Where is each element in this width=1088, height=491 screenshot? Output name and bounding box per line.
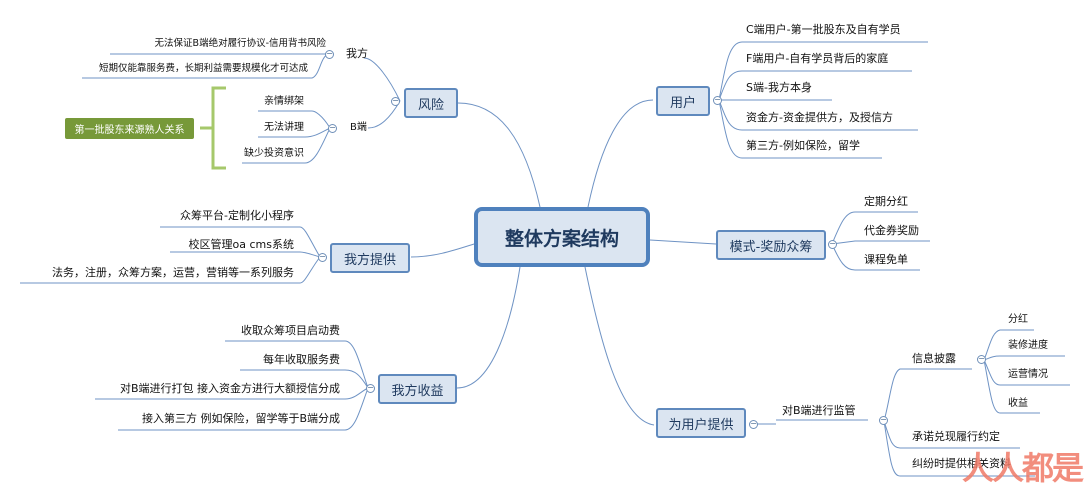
root-topic[interactable]: 整体方案结构 [474, 207, 650, 267]
collapse-income-toggle[interactable]: − [366, 383, 375, 393]
disclosure-item-1[interactable]: 分红 [1008, 314, 1028, 325]
topic-income[interactable]: 我方收益 [378, 374, 457, 404]
income-item-1[interactable]: 收取众筹项目启动费 [241, 324, 340, 337]
users-item-2[interactable]: F端用户-自有学员背后的家庭 [746, 52, 889, 65]
subtopic-b-end[interactable]: B端 [350, 122, 367, 133]
topic-risk[interactable]: 风险 [404, 88, 458, 118]
users-item-3[interactable]: S端-我方本身 [746, 81, 812, 94]
disclosure-item-2[interactable]: 装修进度 [1008, 340, 1048, 351]
risk-ours-item-1[interactable]: 无法保证B端绝对履行协议-信用背书风险 [154, 38, 326, 49]
users-item-1[interactable]: C端用户-第一批股东及自有学员 [746, 23, 901, 36]
collapse-risk-toggle[interactable]: − [391, 96, 400, 106]
income-item-4[interactable]: 接入第三方 例如保险，留学等于B端分成 [141, 412, 340, 425]
provide-item-3[interactable]: 法务，注册，众筹方案，运营，营销等一系列服务 [52, 266, 294, 279]
topic-users[interactable]: 用户 [656, 86, 710, 116]
users-item-4[interactable]: 资金方-资金提供方，及授信方 [746, 111, 893, 124]
risk-b-item-3[interactable]: 缺少投资意识 [244, 148, 304, 159]
users-item-5[interactable]: 第三方-例如保险，留学 [746, 139, 860, 152]
supervise-item-2[interactable]: 纠纷时提供相关资料 [912, 457, 1011, 470]
topic-model[interactable]: 模式-奖励众筹 [716, 230, 826, 260]
subtopic-ours[interactable]: 我方 [346, 47, 368, 60]
collapse-b-end-toggle[interactable]: − [328, 123, 337, 133]
topic-for-users[interactable]: 为用户提供 [656, 408, 746, 438]
provide-item-1[interactable]: 众筹平台-定制化小程序 [180, 209, 294, 222]
disclosure-item-4[interactable]: 收益 [1008, 398, 1028, 409]
subtopic-disclosure[interactable]: 信息披露 [912, 352, 956, 365]
provide-item-2[interactable]: 校区管理oa cms系统 [188, 238, 294, 251]
collapse-disclosure-toggle[interactable]: − [977, 354, 986, 364]
model-item-1[interactable]: 定期分红 [864, 195, 908, 208]
risk-b-item-2[interactable]: 无法讲理 [264, 122, 304, 133]
collapse-ours-toggle[interactable]: − [325, 49, 334, 59]
watermark-logo: 人人都是 [961, 449, 1084, 487]
collapse-for-users-toggle[interactable]: − [749, 419, 758, 429]
model-item-2[interactable]: 代金券奖励 [864, 224, 919, 237]
collapse-users-toggle[interactable]: − [713, 95, 722, 105]
callout-note[interactable]: 第一批股东来源熟人关系 [65, 118, 194, 139]
income-item-2[interactable]: 每年收取服务费 [263, 353, 340, 366]
risk-b-item-1[interactable]: 亲情绑架 [264, 96, 304, 107]
risk-ours-item-2[interactable]: 短期仅能靠服务费，长期利益需要规模化才可达成 [98, 63, 308, 74]
subtopic-supervise[interactable]: 对B端进行监管 [782, 404, 856, 417]
collapse-model-toggle[interactable]: − [828, 239, 837, 249]
model-item-3[interactable]: 课程免单 [864, 253, 908, 266]
topic-provide[interactable]: 我方提供 [330, 243, 410, 273]
collapse-provide-toggle[interactable]: − [318, 252, 327, 262]
income-item-3[interactable]: 对B端进行打包 接入资金方进行大额授信分成 [119, 382, 340, 395]
collapse-supervise-toggle[interactable]: − [879, 415, 888, 425]
supervise-item-1[interactable]: 承诺兑现履行约定 [912, 430, 1000, 443]
disclosure-item-3[interactable]: 运营情况 [1008, 369, 1048, 380]
